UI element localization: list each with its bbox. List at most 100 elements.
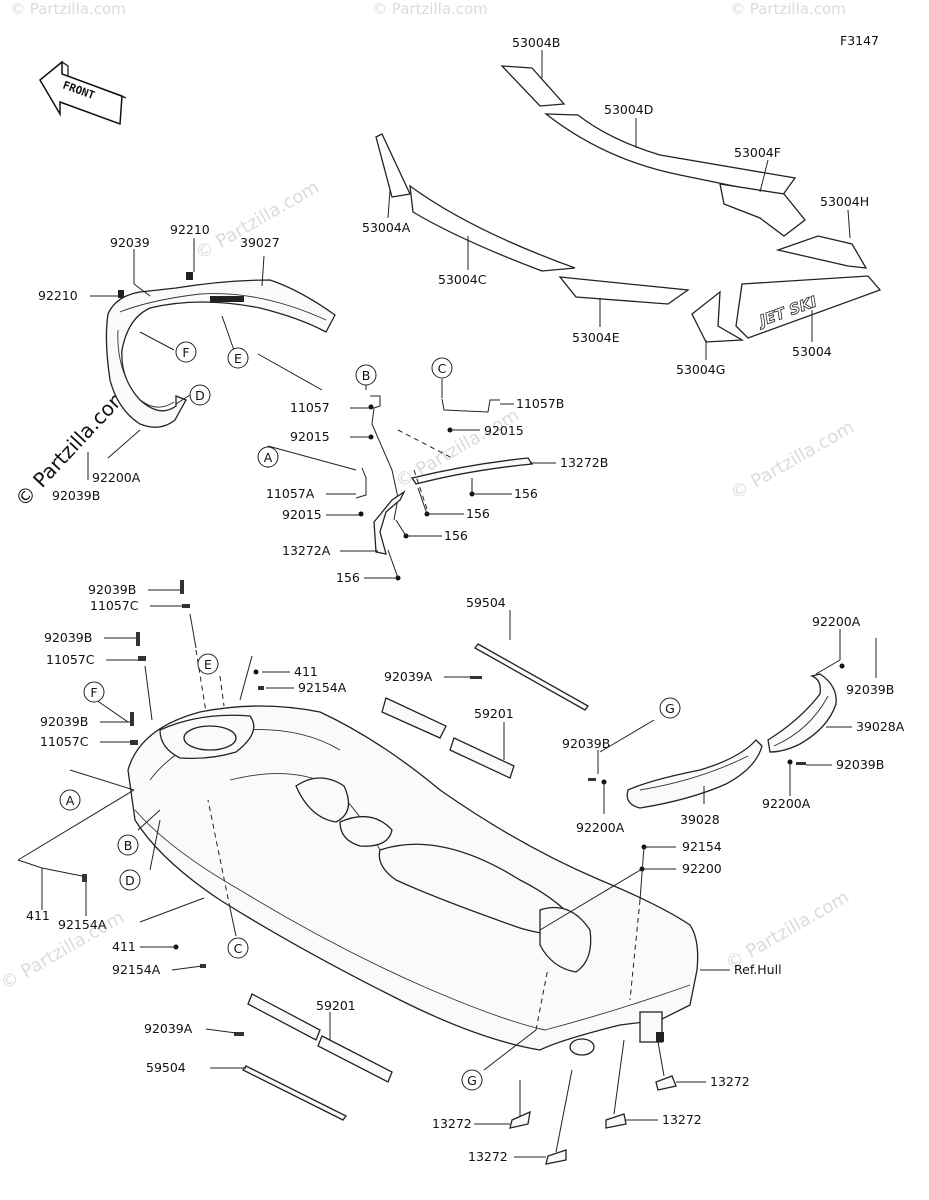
hull-hatch	[339, 815, 393, 847]
hull-rub-line	[134, 809, 691, 1031]
label-156-a: 156	[514, 486, 538, 501]
callout-E2: E	[197, 653, 219, 675]
svg-text:C: C	[234, 941, 243, 956]
hull-stern-bolt	[656, 1032, 664, 1042]
callout-E1: E	[227, 347, 249, 369]
decal-53004G	[691, 290, 745, 343]
hull	[127, 705, 699, 1056]
decal-53004B	[500, 65, 566, 107]
label-59201-low: 59201	[316, 998, 356, 1013]
label-92154: 92154	[682, 839, 722, 854]
pin-92039B-2	[136, 632, 140, 646]
label-92210-left: 92210	[38, 288, 78, 303]
label-11057A: 11057A	[266, 486, 315, 501]
svg-text:D: D	[195, 388, 205, 403]
watermark-3: © Partzilla.com	[730, 0, 846, 18]
label-53004: 53004	[792, 344, 832, 359]
rails	[242, 643, 589, 1121]
label-53004F: 53004F	[734, 145, 781, 160]
label-53004E: 53004E	[572, 330, 620, 345]
bumper-39027	[105, 272, 336, 428]
bolt-92154A-low	[200, 964, 206, 968]
svg-text:B: B	[124, 838, 133, 853]
rail-59201-top-a	[381, 697, 447, 739]
callout-circles: F E D B C A E F A B D C G G	[59, 341, 681, 1091]
label-11057C-2: 11057C	[46, 652, 95, 667]
label-39028A: 39028A	[856, 719, 905, 734]
strip-13272B	[410, 457, 534, 485]
bolt-92015-a2	[368, 434, 374, 440]
part-labels: 53004B 53004D 53004F 53004H 53004A 53004…	[26, 35, 905, 1164]
label-53004A: 53004A	[362, 220, 411, 235]
decals: JET SKI	[375, 65, 882, 343]
label-92154A-low: 92154A	[112, 962, 161, 977]
label-92210-top: 92210	[170, 222, 210, 237]
gunwales	[626, 673, 837, 809]
label-92039A-top: 92039A	[384, 669, 433, 684]
svg-text:D: D	[125, 873, 135, 888]
label-53004C: 53004C	[438, 272, 487, 287]
pad-13272-d	[655, 1075, 677, 1091]
label-11057C-3: 11057C	[40, 734, 89, 749]
label-59504-top: 59504	[466, 595, 506, 610]
label-92200A-right2: 92200A	[762, 796, 811, 811]
hull-storage-lid	[295, 777, 350, 823]
bumper-inner	[117, 329, 175, 408]
callout-B1: B	[355, 364, 377, 386]
rail-59201-low-a	[247, 993, 321, 1041]
rail-59504-low	[242, 1065, 347, 1121]
bumper-ridge	[119, 293, 327, 321]
gunwale-39028A	[767, 673, 837, 753]
label-92015-c: 92015	[484, 423, 524, 438]
label-13272-c: 13272	[662, 1112, 702, 1127]
label-92015-b: 92015	[282, 507, 322, 522]
strip-13272A	[373, 490, 406, 555]
bumper-clip	[210, 296, 244, 302]
svg-text:G: G	[665, 701, 675, 716]
svg-text:C: C	[438, 361, 447, 376]
label-92154A-left: 92154A	[58, 917, 107, 932]
pin-92039B-1	[180, 580, 184, 594]
svg-text:A: A	[66, 793, 75, 808]
label-92039B-right2: 92039B	[836, 757, 884, 772]
front-arrow-icon: FRONT	[39, 60, 127, 126]
label-53004G: 53004G	[676, 362, 725, 377]
decal-53004C	[409, 184, 576, 272]
pad-13272-c	[605, 1113, 627, 1129]
label-59504-low: 59504	[146, 1060, 186, 1075]
bolt-92200A-right	[839, 663, 845, 669]
label-411-low: 411	[112, 939, 136, 954]
decal-53004A	[375, 133, 411, 198]
decal-53004	[735, 275, 882, 339]
label-92200A-left: 92200A	[92, 470, 141, 485]
pad-13272-a	[509, 1110, 531, 1129]
label-92039B-3: 92039B	[40, 714, 88, 729]
label-ref-hull: Ref.Hull	[734, 962, 782, 977]
label-411-top: 411	[294, 664, 318, 679]
svg-text:E: E	[234, 351, 242, 366]
leader-lines	[17, 50, 877, 1158]
label-53004B: 53004B	[512, 35, 560, 50]
svg-text:E: E	[204, 657, 212, 672]
svg-text:A: A	[264, 450, 273, 465]
bolt-411-top	[253, 669, 259, 675]
label-92039B-right1: 92039B	[846, 682, 894, 697]
strip-11057B	[441, 398, 500, 413]
label-13272-b: 13272	[468, 1149, 508, 1164]
svg-text:B: B	[362, 368, 371, 383]
label-13272-a: 13272	[432, 1116, 472, 1131]
label-13272-d: 13272	[710, 1074, 750, 1089]
figure-code: F3147	[840, 33, 879, 48]
callout-A1: A	[257, 446, 279, 468]
label-411-left: 411	[26, 908, 50, 923]
callout-D1: D	[189, 384, 211, 406]
label-39028: 39028	[680, 812, 720, 827]
label-59201-top: 59201	[474, 706, 514, 721]
svg-text:F: F	[182, 345, 189, 360]
pin-92039A-low	[234, 1032, 244, 1036]
label-92039B-left: 92039B	[52, 488, 100, 503]
callout-B2: B	[117, 834, 139, 856]
clip-11057C-2	[138, 656, 146, 661]
bolt-92015-a	[368, 404, 374, 410]
